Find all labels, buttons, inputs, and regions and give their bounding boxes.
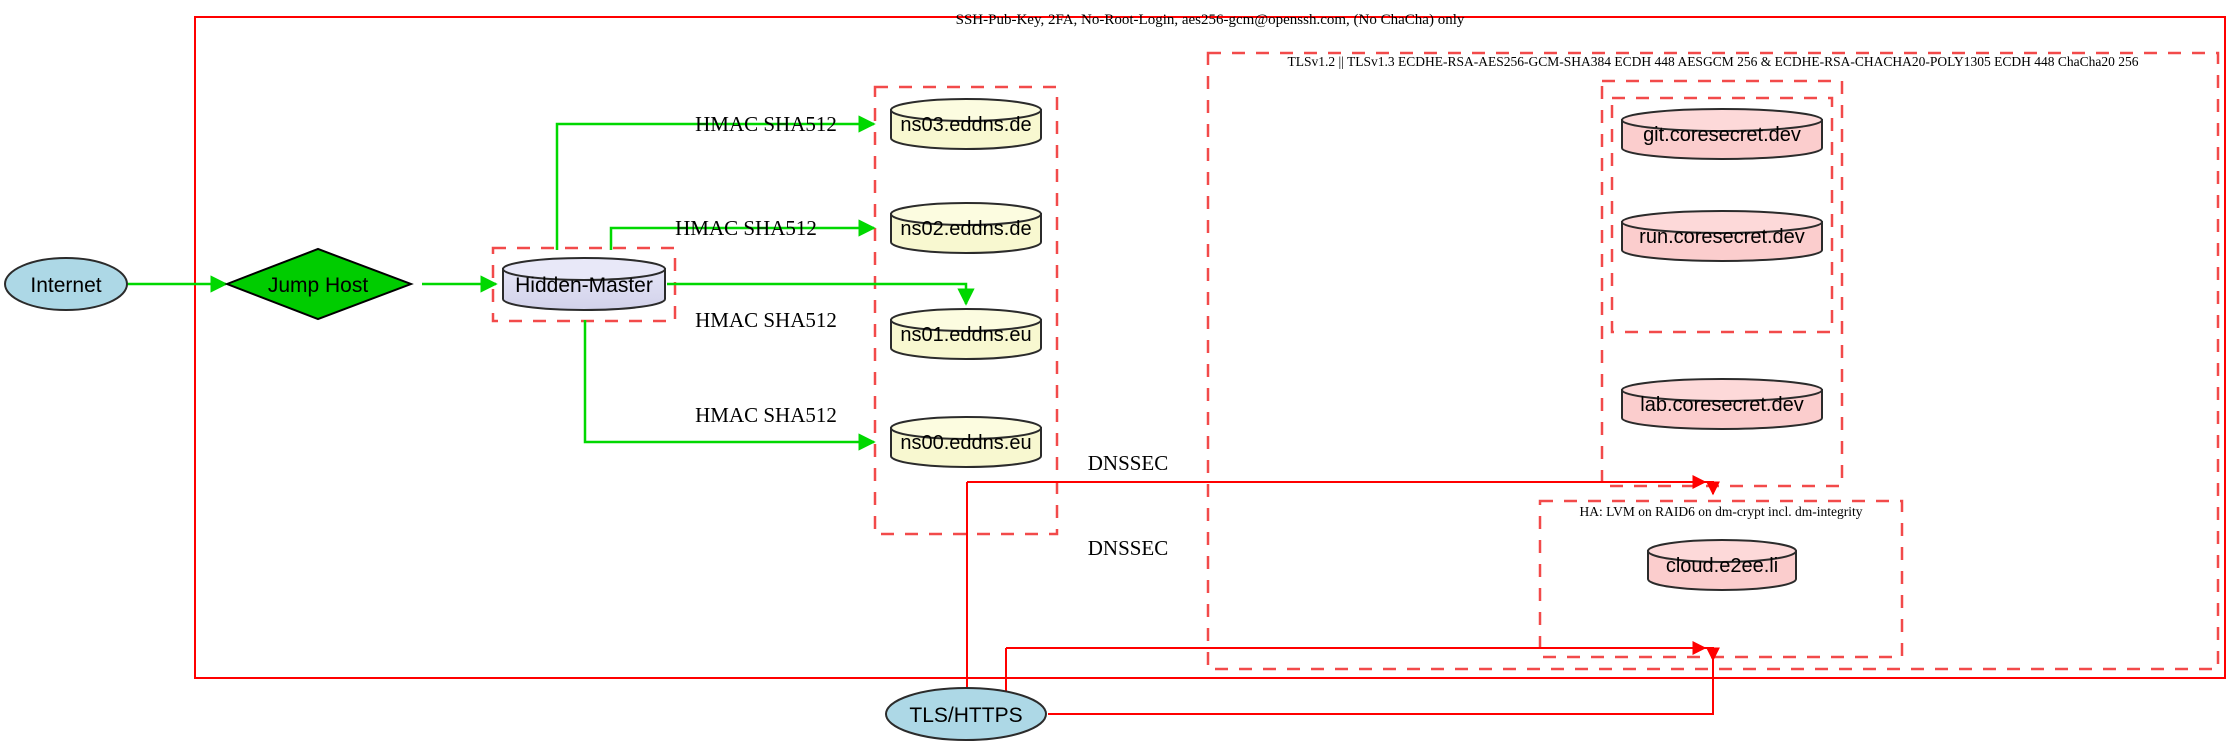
edge-master-to-ns02 <box>609 219 876 250</box>
edge-master-to-ns00 <box>583 320 876 451</box>
node-cloud-e2ee[interactable]: cloud.e2ee.li <box>1647 539 1797 591</box>
node-cloud-e2ee-label: cloud.e2ee.li <box>1666 555 1778 577</box>
edge-dnssec-upper-run <box>967 481 1720 496</box>
node-git-coresecret-label: git.coresecret.dev <box>1643 124 1801 146</box>
node-ns01-label: ns01.eddns.eu <box>900 324 1031 346</box>
frame-title-ssh: SSH-Pub-Key, 2FA, No-Root-Login, aes256-… <box>956 12 1465 28</box>
edge-label-dnssec-2: DNSSEC <box>1088 536 1169 560</box>
node-ns03[interactable]: ns03.eddns.de <box>890 98 1042 150</box>
edge-label-dnssec-1: DNSSEC <box>1088 451 1169 475</box>
coresecret-outer-container <box>1600 79 1844 488</box>
edge-label-hmac-2: HMAC SHA512 <box>675 216 817 240</box>
node-hidden-master[interactable]: Hidden-Master <box>502 257 666 311</box>
node-lab-coresecret[interactable]: lab.coresecret.dev <box>1621 378 1823 430</box>
node-ns00[interactable]: ns00.eddns.eu <box>890 416 1042 468</box>
edge-tls-right <box>1048 660 1714 715</box>
edge-label-hmac-1: HMAC SHA512 <box>695 112 837 136</box>
node-run-coresecret[interactable]: run.coresecret.dev <box>1621 210 1823 262</box>
node-jump-host[interactable]: Jump Host <box>224 247 414 321</box>
edge-master-to-ns01 <box>667 282 975 306</box>
node-ns01[interactable]: ns01.eddns.eu <box>890 308 1042 360</box>
edge-label-hmac-4: HMAC SHA512 <box>695 403 837 427</box>
edge-dnssec-lower-run <box>1006 647 1720 662</box>
node-tls-https-label: TLS/HTTPS <box>909 704 1022 727</box>
tls-container <box>1206 51 2220 671</box>
ha-container <box>1538 499 1904 659</box>
node-lab-coresecret-label: lab.coresecret.dev <box>1640 394 1803 416</box>
node-internet-label: Internet <box>30 274 101 297</box>
outer-security-frame <box>194 16 2226 679</box>
node-tls-https[interactable]: TLS/HTTPS <box>885 687 1047 741</box>
edge-master-to-ns03 <box>555 115 876 250</box>
coresecret-inner-container <box>1610 96 1834 334</box>
node-run-coresecret-label: run.coresecret.dev <box>1639 226 1805 248</box>
node-git-coresecret[interactable]: git.coresecret.dev <box>1621 108 1823 160</box>
ha-container-label: HA: LVM on RAID6 on dm-crypt incl. dm-in… <box>1580 504 1863 519</box>
node-ns00-label: ns00.eddns.eu <box>900 432 1031 454</box>
node-hidden-master-label: Hidden-Master <box>515 274 653 297</box>
node-ns02-label: ns02.eddns.de <box>900 218 1031 240</box>
tls-container-label: TLSv1.2 || TLSv1.3 ECDHE-RSA-AES256-GCM-… <box>1288 54 2139 69</box>
node-internet[interactable]: Internet <box>4 257 128 311</box>
node-ns03-label: ns03.eddns.de <box>900 114 1031 136</box>
node-jump-host-label: Jump Host <box>268 274 369 297</box>
edge-label-hmac-3: HMAC SHA512 <box>695 308 837 332</box>
edge-dnssec-upper <box>966 482 1006 715</box>
node-ns02[interactable]: ns02.eddns.de <box>890 202 1042 254</box>
